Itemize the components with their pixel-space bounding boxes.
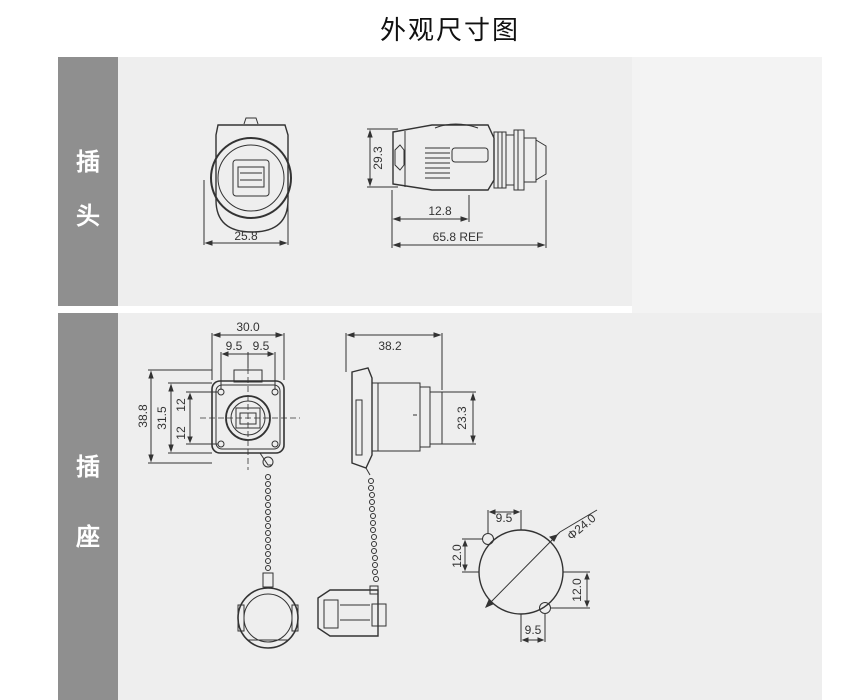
socket-side-cap	[317, 585, 387, 637]
dim-socket-half-top: 12	[174, 398, 188, 412]
plug-side-view	[392, 123, 547, 191]
plug-label-char-2: 头	[76, 202, 100, 230]
dim-plug-side-height: 29.3	[371, 146, 385, 170]
dim-cutout-left: 12.0	[450, 544, 464, 568]
socket-front-view	[200, 368, 300, 470]
dim-socket-height-outer: 38.8	[136, 404, 150, 428]
dim-socket-side-depth: 38.2	[378, 339, 402, 353]
dim-cutout-top: 9.5	[496, 511, 513, 525]
dim-plug-side-total: 65.8 REF	[433, 230, 484, 244]
socket-front-cap	[237, 572, 299, 649]
dim-plug-front-width: 25.8	[234, 229, 258, 243]
plug-side-bar	[58, 57, 118, 306]
dim-cutout-bottom: 9.5	[525, 623, 542, 637]
socket-side-view	[351, 367, 443, 476]
socket-panel	[58, 313, 822, 700]
page-title: 外观尺寸图	[379, 16, 520, 46]
dim-socket-half-right: 9.5	[253, 339, 270, 353]
dim-socket-width: 30.0	[236, 320, 260, 334]
dim-cutout-diameter: Φ24.0	[564, 511, 598, 543]
socket-label-char-1: 插	[76, 453, 100, 481]
dim-socket-height-inner: 31.5	[155, 406, 169, 430]
socket-label-char-2: 座	[76, 523, 100, 551]
plug-front-view	[210, 117, 292, 233]
dim-socket-half-left: 9.5	[226, 339, 243, 353]
right-blank-area	[632, 57, 822, 313]
dim-plug-side-partial: 12.8	[428, 204, 452, 218]
plug-label-char-1: 插	[76, 148, 100, 176]
dim-cutout-right: 12.0	[570, 578, 584, 602]
socket-side-chain	[368, 478, 379, 582]
dim-socket-side-height: 23.3	[455, 406, 469, 430]
socket-side-bar	[58, 313, 118, 700]
socket-front-chain	[265, 474, 271, 571]
dim-socket-half-bottom: 12	[174, 426, 188, 440]
